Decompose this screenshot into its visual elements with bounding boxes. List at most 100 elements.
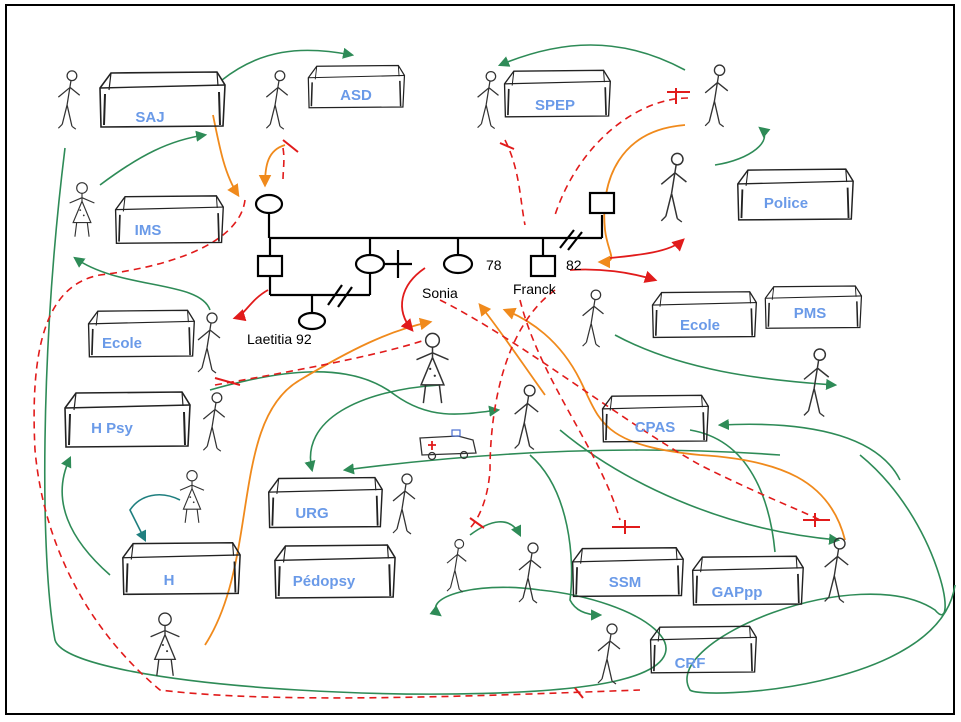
institution-ims: IMS xyxy=(114,194,225,245)
institution-pedopsy: Pédopsy xyxy=(273,544,397,599)
link-figure-h xyxy=(129,494,181,543)
link-saj-long xyxy=(43,147,667,695)
divorce-mark-1 xyxy=(559,229,575,249)
franck-year-label: 82 xyxy=(566,257,582,273)
figure-asd-worker-icon xyxy=(265,70,289,130)
link-figure-sonia xyxy=(204,317,433,646)
link-hpsy-figure xyxy=(209,371,501,417)
link-figure-right xyxy=(559,429,841,545)
figure-center-right-icon xyxy=(513,384,539,451)
institution-ssm: SSM xyxy=(571,546,685,598)
link-family-ecole xyxy=(232,289,269,322)
link-saj-mother xyxy=(212,114,240,198)
figure-spep-worker-icon xyxy=(476,70,500,130)
link-psy-franck-conflict xyxy=(554,97,689,216)
institutions: SAJ ASD SPEP IMS Police Ecole Ecole PMS xyxy=(64,64,863,674)
genogram-labels: Sonia 78 Franck 82 Laetitia 92 xyxy=(247,257,582,347)
link-police-figure xyxy=(714,126,771,166)
pms-label: PMS xyxy=(794,305,827,322)
figure-police-officer-icon xyxy=(660,152,688,223)
divorce-mark-2 xyxy=(567,231,583,251)
laetitia-circle-icon xyxy=(297,311,327,331)
figure-saj-worker-icon xyxy=(57,70,81,130)
conflict-bars xyxy=(214,88,830,699)
link-right-franck xyxy=(502,307,846,541)
link-h-hpsy xyxy=(61,455,111,576)
link-gappp-urg xyxy=(342,449,781,475)
figure-urg-worker-icon xyxy=(392,473,416,535)
institution-ecole-left: Ecole xyxy=(87,309,196,358)
link-sonia-right-conflict xyxy=(439,299,821,521)
grandfather-square-icon xyxy=(588,191,616,215)
link-spep-sonia-conflict xyxy=(504,139,526,226)
cpas-label: CPAS xyxy=(635,419,676,436)
institution-h-psy: H Psy xyxy=(64,391,191,448)
figure-franck-side-icon xyxy=(581,289,605,348)
genogram xyxy=(254,191,616,331)
franck-label: Franck xyxy=(513,281,557,297)
pedopsy-label: Pédopsy xyxy=(293,573,356,590)
ims-label: IMS xyxy=(135,222,162,239)
link-ims-saj xyxy=(99,130,208,186)
ecole-right-label: Ecole xyxy=(680,317,720,334)
institution-police: Police xyxy=(736,168,855,221)
figure-center-woman-icon xyxy=(415,332,450,404)
ecole-left-label: Ecole xyxy=(102,335,142,352)
institution-h: H xyxy=(121,541,242,596)
grandmother-circle-icon xyxy=(254,193,284,215)
figure-ssm-worker-icon xyxy=(518,542,542,604)
figure-crf-worker-icon xyxy=(597,623,621,685)
spep-label: SPEP xyxy=(535,97,575,114)
link-asd-conflict xyxy=(282,147,285,181)
outer-frame xyxy=(5,4,955,715)
sonia-year-label: 78 xyxy=(486,257,502,273)
figure-psy-icon xyxy=(704,64,729,128)
link-ecole-figure xyxy=(614,334,838,390)
institution-saj: SAJ xyxy=(99,71,226,128)
link-sonia-figure xyxy=(400,267,426,332)
figure-gappp-worker-icon xyxy=(823,537,849,604)
link-urg-figure xyxy=(469,521,522,538)
link-right-loop xyxy=(686,454,956,694)
institution-cpas: CPAS xyxy=(601,394,710,443)
link-hpsy-conflict xyxy=(214,339,426,386)
h-label: H xyxy=(164,572,175,589)
link-figure-urg xyxy=(304,384,441,473)
link-figure-sonia-2 xyxy=(478,303,546,396)
link-franck-figure-conflict xyxy=(469,289,556,529)
gappp-label: GAPpp xyxy=(712,584,763,601)
link-saj-asd xyxy=(221,47,355,81)
institution-pms: PMS xyxy=(764,285,863,330)
institution-spep: SPEP xyxy=(503,69,612,118)
institution-asd: ASD xyxy=(307,64,406,109)
link-figure-crf xyxy=(529,454,603,621)
institution-ecole-right: Ecole xyxy=(651,290,758,339)
urg-label: URG xyxy=(295,505,328,522)
divorce-mark-3 xyxy=(327,284,343,306)
crf-label: CRF xyxy=(675,655,706,672)
link-asd-mother xyxy=(258,144,286,188)
ssm-label: SSM xyxy=(609,574,642,591)
figure-hpsy-doctor-icon xyxy=(202,392,226,452)
institution-gappp: GAPpp xyxy=(691,555,805,606)
sonia-circle-icon xyxy=(442,253,474,275)
link-franck-figure xyxy=(569,268,658,283)
link-sonia-ssm-conflict xyxy=(519,299,621,521)
link-franck-police xyxy=(609,238,685,259)
link-right-cpas xyxy=(717,418,901,481)
mother-circle-icon xyxy=(354,253,386,275)
figure-h-nurse-icon xyxy=(179,469,205,524)
h-psy-label: H Psy xyxy=(91,420,133,437)
figure-bottom-center-icon xyxy=(446,538,467,593)
asd-label: ASD xyxy=(340,87,372,104)
ambulance-icon xyxy=(419,429,477,461)
saj-label: SAJ xyxy=(135,109,164,126)
father-square-icon xyxy=(256,254,284,278)
link-long-conflict xyxy=(33,199,641,699)
link-ecole-ims xyxy=(73,256,211,311)
figure-bottom-doctor-icon xyxy=(149,612,181,677)
police-label: Police xyxy=(764,195,808,212)
divorce-mark-4 xyxy=(337,286,353,308)
figure-ecole-teacher-icon xyxy=(197,312,221,374)
